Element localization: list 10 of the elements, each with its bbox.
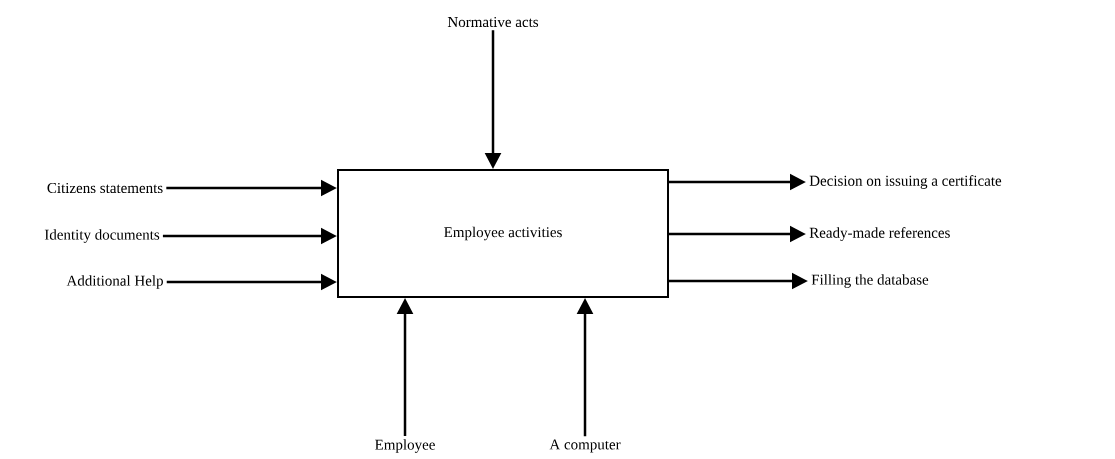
arrow-label: A computer [549, 439, 621, 453]
arrow-label: Decision on issuing a certificate [809, 175, 1002, 189]
arrow-label: Ready-made references [809, 227, 950, 241]
arrow-label: Filling the database [811, 274, 929, 288]
arrow-label: Citizens statements [47, 182, 163, 194]
arrow-label: Employee [375, 439, 435, 453]
arrow-label: Identity documents [44, 229, 160, 243]
process-box: Employee activities [337, 169, 669, 298]
arrow-label: Additional Help [66, 275, 163, 289]
arrow-label: Normative acts [447, 16, 539, 28]
